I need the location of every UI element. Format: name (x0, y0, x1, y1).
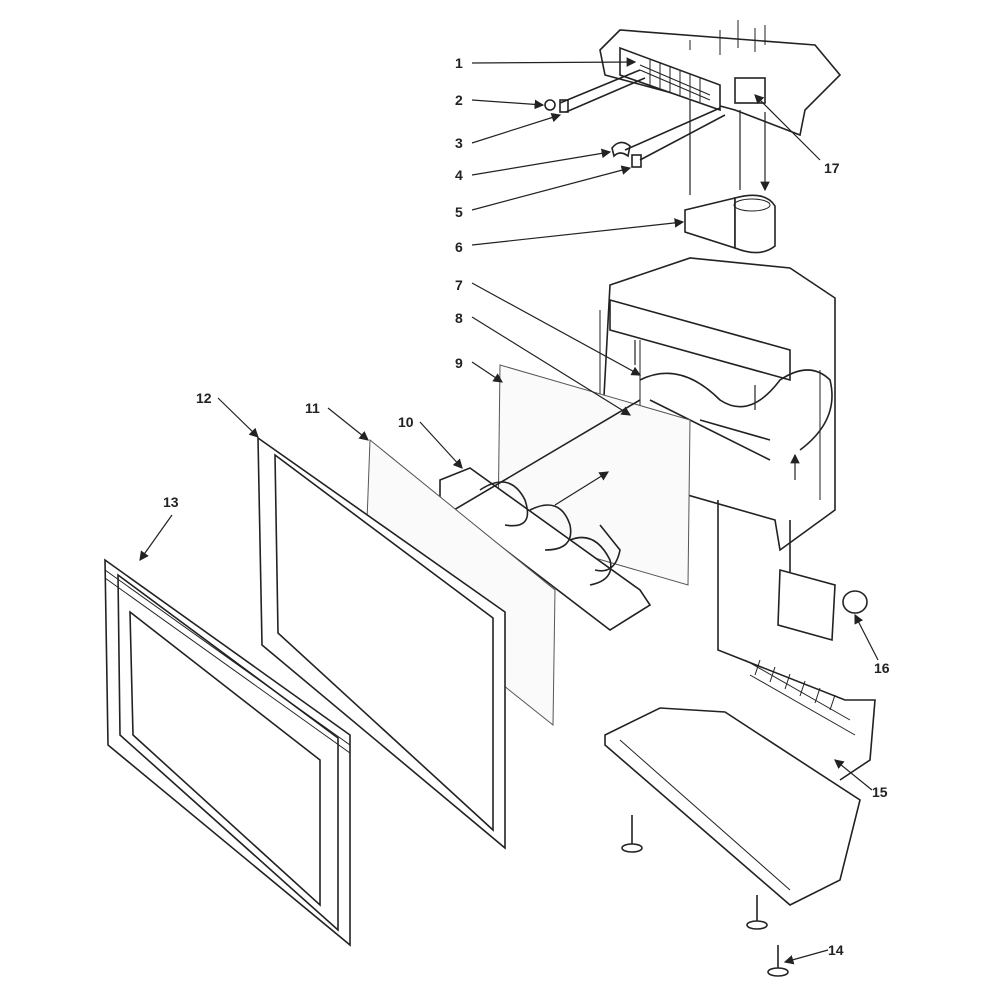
callout-6: 6 (455, 239, 463, 255)
leveling-feet (621, 815, 789, 977)
small-components (544, 69, 765, 195)
callout-12: 12 (196, 390, 212, 406)
callout-11: 11 (305, 400, 320, 416)
leader-lines (139, 57, 879, 965)
callout-13: 13 (163, 494, 179, 510)
top-control-housing (599, 20, 842, 137)
bottom-tray (604, 707, 861, 906)
callout-4: 4 (455, 167, 463, 183)
vent-bracket (684, 194, 776, 254)
callout-5: 5 (455, 204, 463, 220)
callout-14: 14 (828, 942, 844, 958)
callout-16: 16 (874, 660, 890, 676)
callout-10: 10 (398, 414, 414, 430)
callout-2: 2 (455, 92, 463, 108)
callout-3: 3 (455, 135, 463, 151)
callout-9: 9 (455, 355, 463, 371)
callout-8: 8 (455, 310, 463, 326)
door-frame (257, 436, 506, 850)
callout-1: 1 (455, 55, 463, 71)
outer-trim (104, 558, 351, 947)
callout-17: 17 (824, 160, 840, 176)
callout-15: 15 (872, 784, 888, 800)
wiring-and-switch (717, 500, 876, 781)
callout-7: 7 (455, 277, 463, 293)
